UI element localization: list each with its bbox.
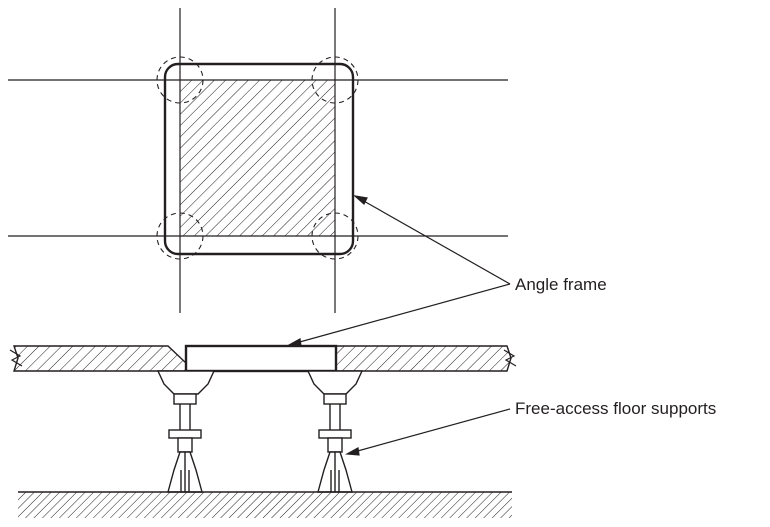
floor-slab-left <box>13 345 187 372</box>
leader-lines <box>286 195 511 456</box>
label-angle-frame: Angle frame <box>515 275 607 294</box>
corner-circle-top-right <box>311 56 359 104</box>
angle-frame-plan <box>163 62 355 256</box>
base-slab <box>18 492 512 518</box>
leader-floor-supports <box>353 408 511 453</box>
corner-circle-bottom-left <box>156 212 204 260</box>
plan-view <box>8 8 508 313</box>
arrowhead-angle-frame-plan <box>353 195 368 205</box>
floor-panel-hatched <box>180 80 335 236</box>
angle-frame-section <box>184 344 338 373</box>
corner-circle-top-left <box>156 56 204 104</box>
pedestal-right <box>306 370 364 493</box>
break-mark-right <box>503 349 517 367</box>
label-floor-supports: Free-access floor supports <box>515 399 717 418</box>
corner-circle-bottom-right <box>311 212 359 260</box>
pedestal-left <box>156 370 216 493</box>
arrowhead-angle-frame-section <box>286 338 302 347</box>
section-view <box>9 344 517 518</box>
arrowhead-floor-supports <box>344 447 360 456</box>
leader-angle-frame-section <box>295 283 511 344</box>
break-mark-left <box>9 349 23 367</box>
leader-angle-frame-plan <box>361 199 511 285</box>
floor-slab-right <box>335 345 512 372</box>
